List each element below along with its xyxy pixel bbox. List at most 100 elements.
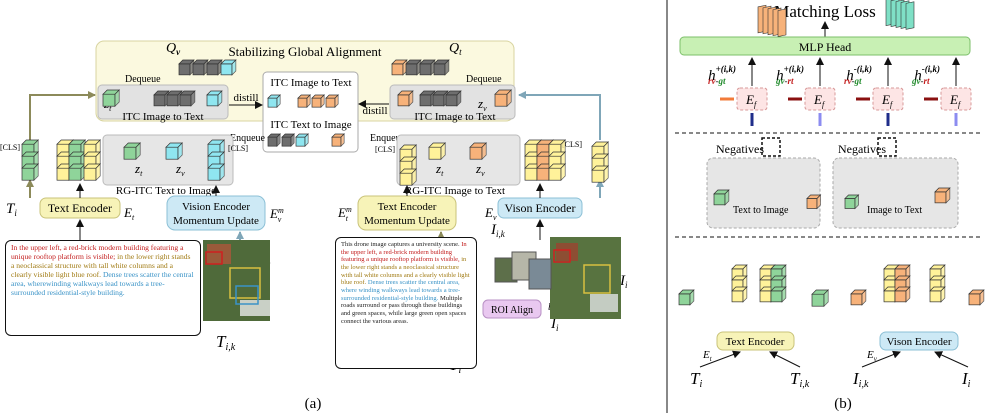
caption-short-segment-1: in the lower right stands a neoclassical… bbox=[11, 251, 191, 279]
label-e-t-b: Et bbox=[702, 349, 713, 363]
stabilizing-title: Stabilizing Global Alignment bbox=[228, 44, 381, 59]
text-token-stack-b bbox=[770, 264, 787, 281]
z-v-mi: zv bbox=[175, 161, 185, 178]
caption-short-box: In the upper left, a red-brick modern bu… bbox=[5, 240, 201, 336]
vision-encoder-b bbox=[879, 331, 959, 351]
matching-loss-title: Matching Loss bbox=[774, 2, 876, 21]
label-t-ik-a: Ti,k bbox=[216, 332, 236, 353]
ef-box bbox=[872, 87, 904, 111]
ef-label: Ef bbox=[813, 92, 826, 109]
text-token-stack bbox=[68, 163, 87, 182]
label-i-i-a2: Ii bbox=[619, 273, 628, 290]
z-t-cube-b bbox=[713, 189, 730, 206]
image-token-stack bbox=[591, 165, 610, 184]
ef-box bbox=[736, 87, 768, 111]
cls-label-1: [CLS] bbox=[0, 143, 20, 152]
highlight-box bbox=[761, 137, 781, 157]
itc-center-text-to-image: ITC Text to Image bbox=[270, 119, 351, 131]
z-v-cube-b bbox=[934, 187, 951, 204]
label-t-ik-b: Ti,k bbox=[790, 369, 810, 390]
caption-short-segment-0: In the upper left, a red-brick modern bu… bbox=[11, 243, 184, 261]
text-token-stack bbox=[399, 168, 418, 187]
caption-long-segment-3: Dense trees scatter the central area, wh… bbox=[341, 279, 461, 302]
itc-center-image-to-text: ITC Image to Text bbox=[270, 77, 351, 89]
aerial-photo-a1 bbox=[203, 240, 270, 321]
itc-cube bbox=[419, 90, 436, 107]
z-v-cube-b bbox=[806, 194, 822, 210]
itc-center-cube bbox=[331, 133, 345, 147]
queue-t-label: Qt bbox=[449, 41, 462, 57]
z-v-i-top: zv bbox=[477, 96, 487, 113]
text-to-image-label: Text to Image bbox=[733, 205, 789, 216]
queue-t-cube bbox=[433, 59, 450, 76]
caption-long-segment-0: This drone image captures a university s… bbox=[341, 241, 460, 248]
ef-box bbox=[804, 87, 836, 111]
itc-right-label: ITC Image to Text bbox=[414, 111, 495, 123]
caption-long-box: This drone image captures a university s… bbox=[335, 237, 477, 369]
negatives-label-right: Negatives bbox=[838, 142, 886, 156]
itc-center-cube bbox=[267, 94, 281, 108]
z-t-cube-b bbox=[678, 289, 695, 306]
z-t-mi: zt bbox=[435, 161, 444, 178]
rg-itc-right-box bbox=[396, 134, 521, 186]
z-t-cube bbox=[428, 142, 447, 161]
label-i-i-a3: Ii bbox=[550, 316, 559, 333]
text-token-stack-b bbox=[731, 286, 748, 303]
z-t-ik: zt bbox=[134, 161, 143, 178]
label-e-v-a: Ev bbox=[484, 205, 497, 222]
itc-cube bbox=[397, 90, 414, 107]
label-t-i-b: Ti bbox=[690, 369, 702, 390]
text-encoder-b-label: Text Encoder bbox=[726, 336, 785, 348]
vision-momentum-line2: Momentum Update bbox=[173, 215, 259, 227]
text-token-stack bbox=[21, 163, 40, 182]
itc-cube bbox=[166, 90, 183, 107]
queue-v-cube bbox=[192, 59, 209, 76]
z-v-ik: zv bbox=[475, 161, 485, 178]
negatives-box-left bbox=[706, 157, 821, 229]
roi-crops bbox=[494, 251, 552, 290]
image-token-stack bbox=[548, 163, 567, 182]
z-t-cube bbox=[123, 142, 142, 161]
itc-left-label: ITC Image to Text bbox=[122, 111, 203, 123]
queue-v-cube bbox=[220, 59, 237, 76]
queue-v-cube bbox=[206, 59, 223, 76]
aerial-photo-a2 bbox=[550, 237, 621, 319]
ef-label: Ef bbox=[949, 92, 962, 109]
mlp-head-box bbox=[679, 36, 971, 56]
cls-label-4: [CLS] bbox=[375, 145, 395, 154]
caption-short-segment-2: Dense trees scatter the central area, wh… bbox=[11, 269, 194, 297]
negative-sample bbox=[777, 8, 787, 37]
queue-v-label: Qv bbox=[166, 41, 181, 57]
dequeue-left: Dequeue bbox=[125, 74, 161, 85]
caption-long-segment-2: in the lower right stands a neoclassical… bbox=[341, 256, 470, 287]
negatives-box-right bbox=[832, 157, 959, 229]
itc-cube bbox=[153, 90, 170, 107]
label-t-i-a: Ti bbox=[6, 201, 17, 218]
z-v-cube-b bbox=[850, 289, 867, 306]
cls-label-3: [CLS] bbox=[228, 144, 248, 153]
itc-center-cube bbox=[295, 133, 309, 147]
h-label: h+(i,k)rv-gt bbox=[708, 64, 736, 86]
text-token-stack bbox=[83, 163, 102, 182]
queue-t-cube bbox=[405, 59, 422, 76]
ef-label: Ef bbox=[881, 92, 894, 109]
highlight-box bbox=[877, 137, 897, 157]
itc-center-cube bbox=[267, 133, 281, 147]
rg-itc-image-to-text: RG-ITC Image to Text bbox=[405, 185, 505, 197]
caption-long-segment-1: In the upper left, a red-brick modern bu… bbox=[341, 241, 467, 264]
text-encoder-a-label: Text Encoder bbox=[48, 201, 112, 215]
z-t-cube-b bbox=[844, 194, 860, 210]
token-stacks bbox=[21, 0, 985, 308]
enqueue-left: Enqueue bbox=[230, 133, 266, 144]
distill-left: distill bbox=[233, 92, 258, 104]
mlp-head-label: MLP Head bbox=[799, 40, 852, 54]
distill-right: distill bbox=[362, 105, 387, 117]
z-v-cube-b bbox=[968, 289, 985, 306]
z-v-cube bbox=[469, 142, 488, 161]
itc-center-cube bbox=[297, 94, 311, 108]
image-token-stack-b bbox=[894, 286, 911, 303]
